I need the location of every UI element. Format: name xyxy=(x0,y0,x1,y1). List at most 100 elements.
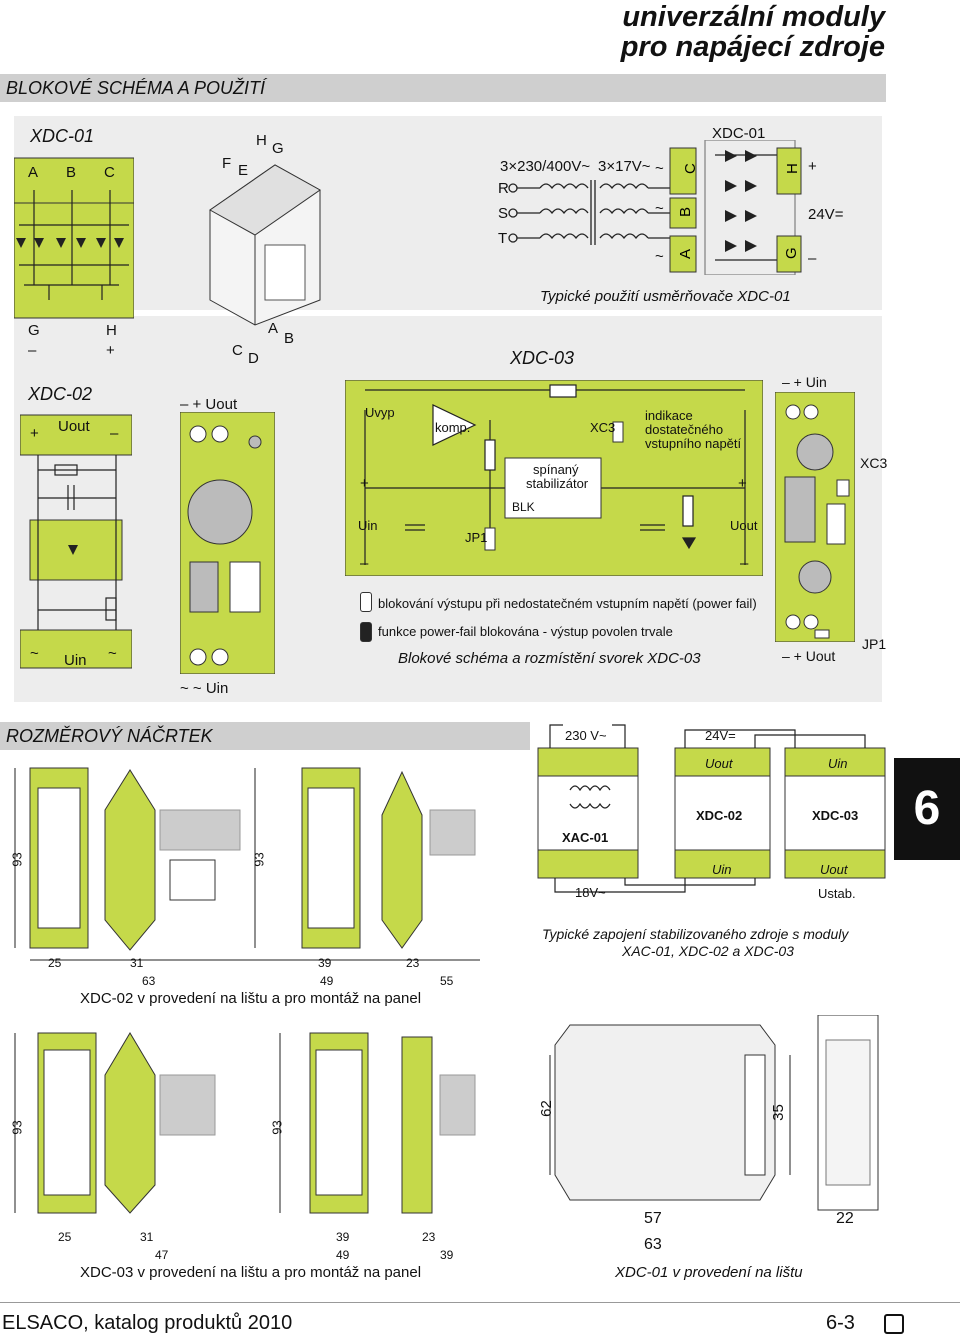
xdc03-module-bottom: – + Uout xyxy=(782,648,836,664)
wiring-diagram xyxy=(537,724,886,893)
xdc02-tilde-left: ~ xyxy=(30,645,39,662)
xdc01-letter-b: B xyxy=(284,330,295,347)
xdc02-plus: + xyxy=(30,425,39,442)
xdc03-blk: BLK xyxy=(512,500,535,514)
app-plus: + xyxy=(808,158,817,175)
xdc01-terminal-b: B xyxy=(66,164,77,181)
xdc02-module-bottom: ~ ~ Uin xyxy=(180,680,229,697)
xdc02-minus: – xyxy=(110,425,119,442)
xdc03-spinany: spínaný xyxy=(533,462,579,477)
dims1-caption: XDC-02 v provedení na lištu a pro montáž… xyxy=(80,990,422,1007)
xdc03-plus-right: + xyxy=(738,475,747,492)
checkbox-icon xyxy=(884,1314,904,1334)
xdc01-letter-a: A xyxy=(268,320,279,337)
chapter-tab: 6 xyxy=(894,758,960,860)
wiring-xdc03: XDC-03 xyxy=(812,808,859,823)
xdc03-komp: komp. xyxy=(435,420,471,435)
xdc03-vstupniho: vstupního napětí xyxy=(645,436,742,451)
dims2-w-31: 31 xyxy=(140,1230,154,1244)
dims1-w-39: 39 xyxy=(318,956,332,970)
dims2-w-47: 47 xyxy=(155,1248,169,1262)
xdc03-legend2: funkce power-fail blokována - výstup pov… xyxy=(378,624,673,639)
wiring-uout: Uout xyxy=(705,756,733,771)
dims2-w-49: 49 xyxy=(336,1248,350,1262)
svg-text:B: B xyxy=(677,207,694,217)
dims1-w-63: 63 xyxy=(142,974,156,988)
xdc03-minus-left: – xyxy=(360,555,369,572)
wiring-18v: 18V~ xyxy=(575,885,606,900)
phase-t: T xyxy=(498,230,508,247)
xdc01-title: XDC-01 xyxy=(30,126,95,146)
app-schematic: C B A H G xyxy=(508,140,802,275)
xdc01-terminal-c: C xyxy=(104,164,115,181)
dims3-w-63: 63 xyxy=(644,1236,662,1253)
xdc03-plus-left: + xyxy=(360,475,369,492)
footer-rule xyxy=(0,1302,960,1303)
xdc03-module-jp1: JP1 xyxy=(862,636,887,652)
app-label: XDC-01 xyxy=(712,125,766,142)
wiring-uin-top: Uin xyxy=(828,756,848,771)
app-out: 24V= xyxy=(808,206,844,223)
dims1-w-23: 23 xyxy=(406,956,420,970)
xdc03-uout: Uout xyxy=(730,518,758,533)
header-line1: univerzální moduly xyxy=(622,1,885,33)
svg-text:G: G xyxy=(783,247,800,259)
dims3-w-57: 57 xyxy=(644,1210,662,1227)
section2-band: ROZMĚROVÝ NÁČRTEK xyxy=(0,722,530,750)
xdc01-module-drawing xyxy=(209,164,321,326)
xdc03-minus-right: – xyxy=(740,555,749,572)
xdc01-letter-d: D xyxy=(248,350,259,367)
header-line2: pro napájecí zdroje xyxy=(620,31,885,63)
xdc01-letter-c: C xyxy=(232,342,243,359)
section2-title: ROZMĚROVÝ NÁČRTEK xyxy=(6,726,213,746)
phase-s: S xyxy=(498,205,509,222)
xdc03-jp1: JP1 xyxy=(465,530,488,545)
jumper-open-icon xyxy=(360,592,372,612)
dims1-w-25: 25 xyxy=(48,956,62,970)
dims3-h2: 35 xyxy=(769,1104,787,1121)
svg-text:A: A xyxy=(677,249,694,259)
dims2-drawing xyxy=(14,1032,476,1214)
xdc02-uin: Uin xyxy=(64,652,87,669)
xdc03-caption: Blokové schéma a rozmístění svorek XDC-0… xyxy=(398,650,701,667)
xdc01-schematic xyxy=(14,157,134,319)
dims1-w-31: 31 xyxy=(130,956,144,970)
xdc01-letter-g: G xyxy=(272,140,284,157)
app-caption: Typické použití usměrňovače XDC-01 xyxy=(540,288,791,305)
app-minus: – xyxy=(808,250,817,267)
xdc01-minus: – xyxy=(28,342,37,359)
xdc01-terminal-g: G xyxy=(28,322,40,339)
wiring-xdc02: XDC-02 xyxy=(696,808,743,823)
dims3-drawing xyxy=(549,1015,879,1211)
wiring-uin-bottom: Uin xyxy=(712,862,732,877)
xdc02-module-top: – + Uout xyxy=(180,396,238,413)
dims3-h1: 62 xyxy=(537,1100,555,1117)
xdc01-letter-h: H xyxy=(256,132,267,149)
xdc02-title: XDC-02 xyxy=(28,384,93,404)
app-supply: 3×230/400V~ xyxy=(500,158,591,175)
xdc03-uvyp: Uvyp xyxy=(365,405,395,420)
svg-text:C: C xyxy=(682,163,699,174)
dims2-w-23: 23 xyxy=(422,1230,436,1244)
wiring-ustab: Ustab. xyxy=(818,886,856,901)
xdc03-xc3: XC3 xyxy=(590,420,616,435)
xdc03-module-front xyxy=(775,392,855,642)
wiring-24v: 24V= xyxy=(705,728,736,743)
dims1-drawing xyxy=(14,767,480,961)
xdc02-uout: Uout xyxy=(58,418,90,435)
xdc03-uin: Uin xyxy=(358,518,378,533)
xdc01-letter-f: F xyxy=(222,155,232,172)
dims2-w-39: 39 xyxy=(336,1230,350,1244)
wiring-caption1: Typické zapojení stabilizovaného zdroje … xyxy=(542,926,849,942)
dims2-h-right: 93 xyxy=(269,1120,285,1135)
wiring-230v: 230 V~ xyxy=(565,728,607,743)
dims1-w-49: 49 xyxy=(320,974,334,988)
wiring-xac01: XAC-01 xyxy=(562,830,609,845)
xdc03-dostatecneho: dostatečného xyxy=(645,422,724,437)
section1-band: BLOKOVÉ SCHÉMA A POUŽITÍ xyxy=(0,74,886,102)
xdc01-terminal-a: A xyxy=(28,164,39,181)
xdc03-schematic xyxy=(345,380,763,576)
xdc02-module-front xyxy=(180,412,275,674)
dims3-caption: XDC-01 v provedení na lištu xyxy=(615,1264,803,1281)
dims1-w-55: 55 xyxy=(440,974,454,988)
